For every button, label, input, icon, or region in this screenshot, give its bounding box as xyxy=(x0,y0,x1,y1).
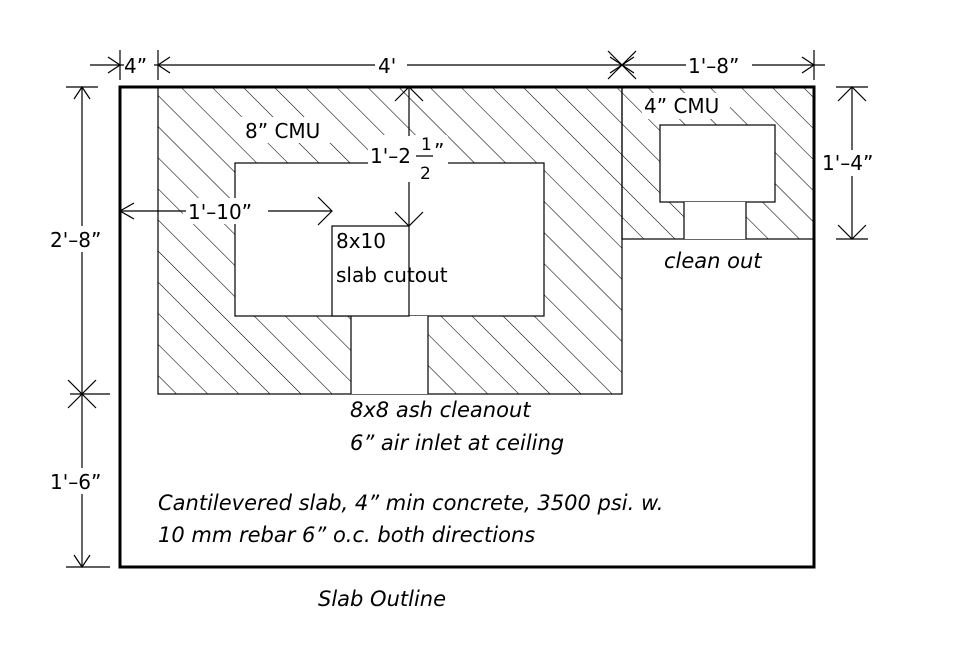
label-clean-out: clean out xyxy=(664,249,762,273)
left-dimension xyxy=(50,85,114,569)
slab-cutout xyxy=(331,225,410,317)
dim-inner-vertical-den: 2 xyxy=(420,164,431,184)
label-note-line1: Cantilevered slab, 4” min concrete, 3500… xyxy=(158,491,663,515)
ash-cleanout-opening xyxy=(351,316,428,394)
clean-out-chamber xyxy=(659,124,776,203)
dim-top-right: 1'–8” xyxy=(688,54,739,78)
dim-left-upper: 2'–8” xyxy=(50,228,101,252)
label-note-line2: 10 mm rebar 6” o.c. both directions xyxy=(158,523,535,547)
dim-left-lower: 1'–6” xyxy=(50,470,101,494)
label-slab-cutout-2: slab cutout xyxy=(336,263,448,287)
dim-inner-vertical-whole: 1'–2 xyxy=(370,144,411,168)
label-cmu-8: 8” CMU xyxy=(245,119,320,143)
top-dimension xyxy=(90,50,825,80)
slab-outline xyxy=(118,85,816,569)
label-ash-cleanout: 8x8 ash cleanout xyxy=(350,398,531,422)
label-air-inlet: 6” air inlet at ceiling xyxy=(350,431,564,455)
dim-inner-vertical-num: 1 xyxy=(421,135,432,155)
dim-inner-vertical-inch: ” xyxy=(434,139,444,163)
dim-inner-horizontal: 1'–10” xyxy=(188,200,252,224)
dim-top-middle: 4' xyxy=(378,54,396,78)
right-dimension xyxy=(820,86,886,240)
dim-right-side: 1'–4” xyxy=(822,151,873,175)
label-slab-outline: Slab Outline xyxy=(318,587,446,611)
label-slab-cutout-1: 8x10 xyxy=(336,229,386,253)
inner-vertical-dimension xyxy=(368,86,448,227)
label-cmu-4: 4” CMU xyxy=(644,94,719,118)
inner-horizontal-dimension xyxy=(118,196,333,226)
dim-top-left: 4” xyxy=(124,54,147,78)
